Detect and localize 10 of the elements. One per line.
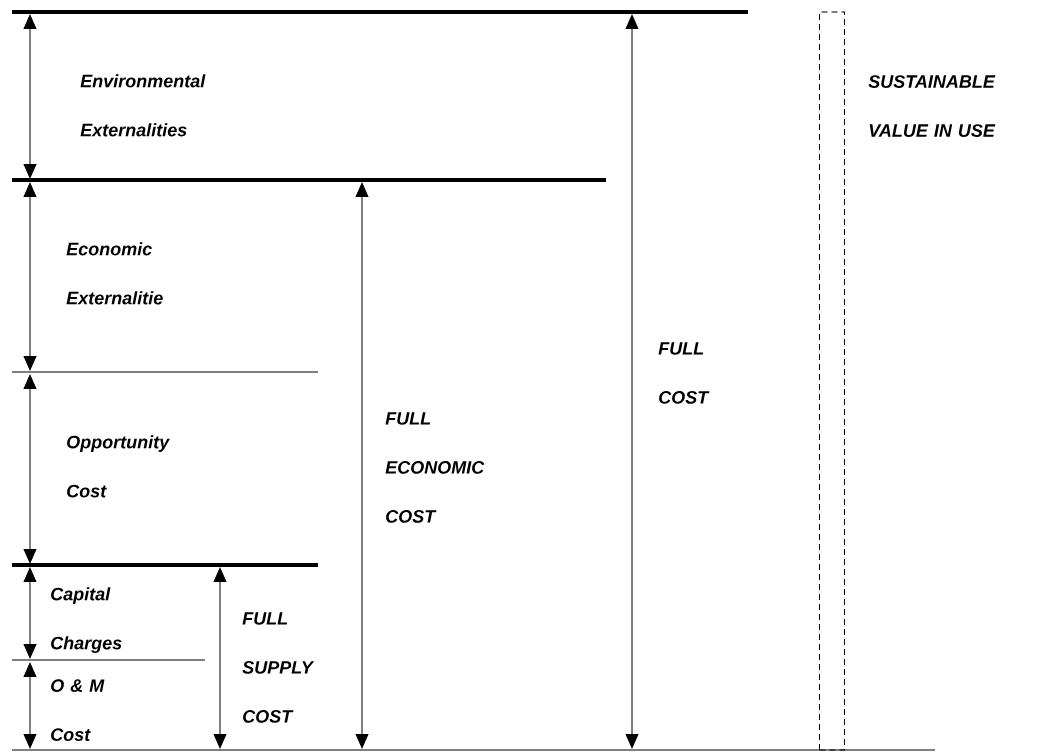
dimension-label: O & M Cost xyxy=(51,679,105,741)
dashed-bar xyxy=(819,11,845,751)
dimension-label: SUSTAINABLE VALUE IN USE xyxy=(868,75,996,137)
dimension-label: FULL COST xyxy=(658,342,710,404)
dimension-label: Opportunity Cost xyxy=(67,435,170,498)
dimension-label: Environmental Externalities xyxy=(80,74,206,137)
dimension-label: Capital Charges xyxy=(51,587,122,653)
dimension-label: Economic Externalitie xyxy=(66,242,163,305)
dimension-label: FULL ECONOMIC COST xyxy=(385,412,485,523)
dimension-label: FULL SUPPLY COST xyxy=(242,612,315,723)
